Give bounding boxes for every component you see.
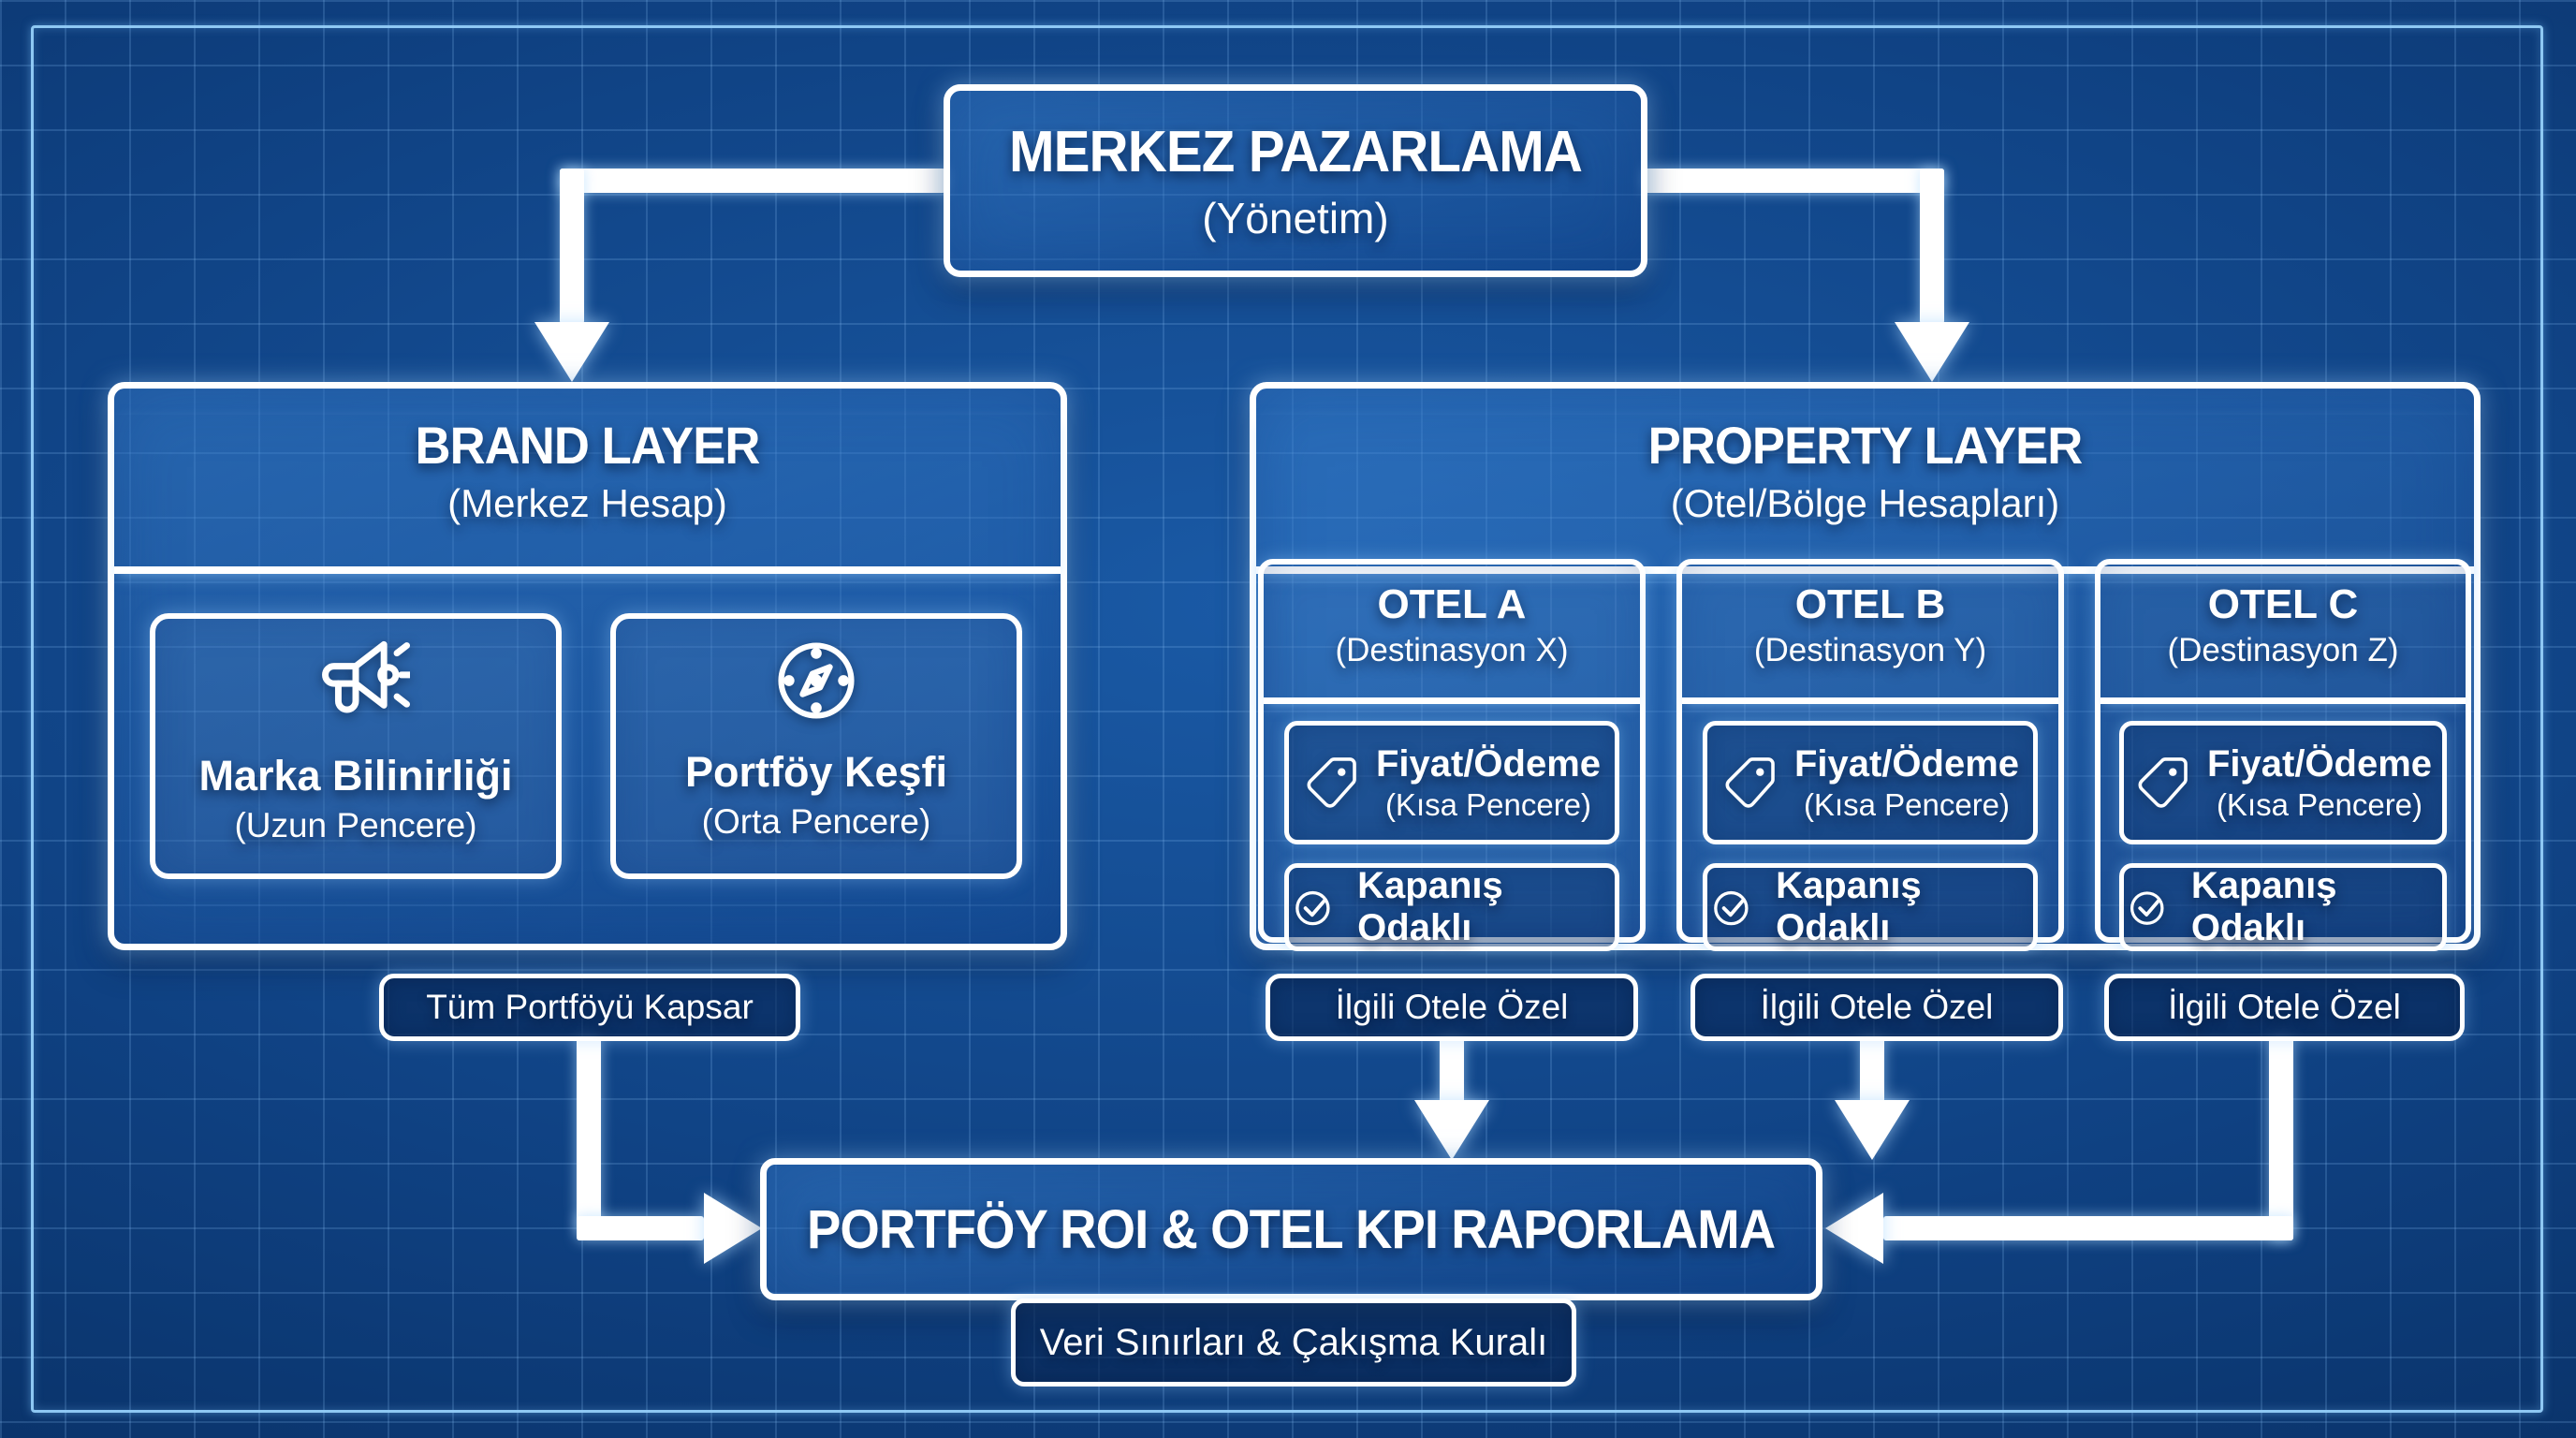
property-layer-title: PROPERTY LAYER bbox=[1647, 416, 2084, 475]
tag-icon bbox=[1307, 757, 1356, 808]
hotel-b-scope-plate: İlgili Otele Özel bbox=[1690, 974, 2063, 1041]
hotel-a-destination: (Destinasyon X) bbox=[1335, 632, 1569, 668]
tag-icon bbox=[2138, 757, 2188, 808]
check-circle-icon bbox=[1295, 890, 1330, 926]
connector-brand-report-horizontal bbox=[577, 1216, 704, 1240]
property-layer-subtitle: (Otel/Bölge Hesapları) bbox=[1670, 481, 2060, 525]
root-subtitle: (Yönetim) bbox=[1202, 194, 1389, 242]
hotel-a-scope-label: İlgili Otele Özel bbox=[1335, 988, 1569, 1026]
connector-root-brand-horizontal bbox=[560, 169, 945, 193]
chip-title: Fiyat/Ödeme bbox=[1793, 742, 2020, 785]
brand-scope-plate: Tüm Portföyü Kapsar bbox=[379, 974, 800, 1041]
report-title: PORTFÖY ROI & OTEL KPI RAPORLAMA bbox=[807, 1198, 1776, 1260]
hotel-b-name: OTEL B bbox=[1794, 581, 1946, 627]
brand-card-subtitle: (Orta Pencere) bbox=[701, 802, 931, 841]
hotel-b-chip-closing: Kapanış Odaklı bbox=[1703, 863, 2038, 951]
hotel-c-chip-price: Fiyat/Ödeme (Kısa Pencere) bbox=[2119, 721, 2447, 844]
property-layer-box: PROPERTY LAYER (Otel/Bölge Hesapları) OT… bbox=[1250, 382, 2481, 951]
hotel-a-header: OTEL A (Destinasyon X) bbox=[1264, 581, 1640, 704]
tag-icon bbox=[1725, 757, 1775, 808]
connector-root-brand-vertical bbox=[560, 169, 584, 324]
check-circle-icon bbox=[1714, 890, 1749, 926]
root-box: MERKEZ PAZARLAMA (Yönetim) bbox=[944, 84, 1647, 277]
hotel-column-a: OTEL A (Destinasyon X) Fiyat/Ödeme (Kısa… bbox=[1258, 559, 1646, 951]
arrowhead-right-report bbox=[704, 1193, 762, 1264]
brand-layer-title: BRAND LAYER bbox=[415, 416, 761, 475]
hotel-c-scope-label: İlgili Otele Özel bbox=[2168, 988, 2401, 1026]
connector-hotel-a-report bbox=[1440, 1037, 1464, 1103]
chip-title: Kapanış Odaklı bbox=[1776, 865, 1922, 948]
connector-hotel-b-report bbox=[1860, 1037, 1884, 1103]
chip-title: Fiyat/Ödeme bbox=[2206, 742, 2433, 785]
chip-title: Kapanış Odaklı bbox=[1357, 865, 1503, 948]
arrowhead-down-brand bbox=[534, 322, 609, 382]
chip-title: Kapanış Odaklı bbox=[2190, 865, 2337, 948]
hotel-b-scope-label: İlgili Otele Özel bbox=[1760, 988, 1994, 1026]
connector-root-property-vertical bbox=[1920, 169, 1944, 324]
brand-layer-subtitle: (Merkez Hesap) bbox=[447, 481, 727, 525]
connector-hotel-c-report-vertical bbox=[2269, 1037, 2293, 1240]
brand-card-discovery: Portföy Keşfi (Orta Pencere) bbox=[610, 613, 1022, 879]
hotel-b-header: OTEL B (Destinasyon Y) bbox=[1682, 581, 2058, 704]
hotel-a-scope-plate: İlgili Otele Özel bbox=[1266, 974, 1638, 1041]
hotel-b-destination: (Destinasyon Y) bbox=[1753, 632, 1987, 668]
chip-subtitle: (Kısa Pencere) bbox=[2216, 786, 2423, 822]
brand-scope-label: Tüm Portföyü Kapsar bbox=[426, 988, 754, 1026]
brand-card-title: Marka Bilinirliği bbox=[198, 752, 513, 800]
hotel-b-chip-price: Fiyat/Ödeme (Kısa Pencere) bbox=[1703, 721, 2038, 844]
connector-brand-report-vertical bbox=[577, 1037, 601, 1228]
connector-hotel-c-report-horizontal bbox=[1883, 1216, 2293, 1240]
hotel-a-chip-closing: Kapanış Odaklı bbox=[1284, 863, 1619, 951]
arrowhead-down-hotel-b bbox=[1835, 1100, 1910, 1160]
report-note-plate: Veri Sınırları & Çakışma Kuralı bbox=[1011, 1299, 1576, 1387]
arrowhead-down-property bbox=[1895, 322, 1969, 382]
report-box: PORTFÖY ROI & OTEL KPI RAPORLAMA bbox=[760, 1158, 1822, 1300]
arrowhead-left-report bbox=[1825, 1193, 1883, 1264]
brand-layer-header: BRAND LAYER (Merkez Hesap) bbox=[114, 415, 1061, 574]
hotel-c-header: OTEL C (Destinasyon Z) bbox=[2100, 581, 2466, 704]
hotel-a-name: OTEL A bbox=[1377, 581, 1527, 627]
hotel-c-scope-plate: İlgili Otele Özel bbox=[2104, 974, 2465, 1041]
property-layer-header: PROPERTY LAYER (Otel/Bölge Hesapları) bbox=[1256, 415, 2474, 574]
outer-frame bbox=[31, 25, 2543, 1413]
brand-card-awareness: Marka Bilinirliği (Uzun Pencere) bbox=[150, 613, 562, 879]
megaphone-icon bbox=[322, 640, 410, 713]
hotel-a-chip-price: Fiyat/Ödeme (Kısa Pencere) bbox=[1284, 721, 1619, 844]
chip-subtitle: (Kısa Pencere) bbox=[1803, 786, 2011, 822]
arrowhead-down-hotel-a bbox=[1414, 1100, 1489, 1160]
brand-card-title: Portföy Keşfi bbox=[684, 748, 948, 796]
report-note-label: Veri Sınırları & Çakışma Kuralı bbox=[1039, 1321, 1548, 1363]
brand-layer-box: BRAND LAYER (Merkez Hesap) Marka Bilinir… bbox=[108, 382, 1067, 950]
hotel-column-c: OTEL C (Destinasyon Z) Fiyat/Ödeme (Kısa… bbox=[2095, 559, 2471, 951]
chip-title: Fiyat/Ödeme bbox=[1375, 742, 1602, 785]
connector-root-property-horizontal bbox=[1644, 169, 1944, 193]
brand-card-subtitle: (Uzun Pencere) bbox=[234, 806, 477, 844]
check-circle-icon bbox=[2130, 891, 2164, 925]
chip-subtitle: (Kısa Pencere) bbox=[1384, 786, 1592, 822]
root-title: MERKEZ PAZARLAMA bbox=[1009, 120, 1583, 184]
hotel-c-name: OTEL C bbox=[2207, 581, 2359, 627]
compass-icon bbox=[778, 642, 855, 719]
hotel-c-chip-closing: Kapanış Odaklı bbox=[2119, 863, 2447, 951]
hotel-c-destination: (Destinasyon Z) bbox=[2167, 632, 2399, 668]
hotel-column-b: OTEL B (Destinasyon Y) Fiyat/Ödeme (Kısa… bbox=[1676, 559, 2064, 951]
